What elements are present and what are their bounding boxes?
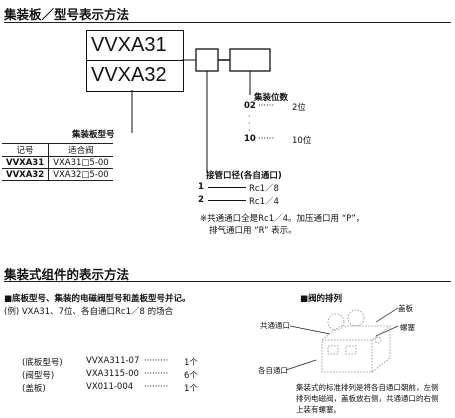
- valve-manifold-drawing: [285, 307, 399, 373]
- port-code-2: 2: [198, 195, 204, 205]
- station-value-10: 10位: [292, 136, 312, 146]
- table-header-symbol: 记号: [2, 143, 50, 157]
- instructions-heading: ■底板型号、集装的电磁阀型号和盖板型号并记。: [4, 294, 191, 304]
- manifold-model-label: 集装板型号: [72, 130, 115, 140]
- order-dots-0: ·········: [144, 356, 169, 366]
- port-value-2: Rc1／4: [249, 197, 279, 207]
- table-row: VVXA32 VXA32□5-00: [2, 168, 113, 181]
- order-qty-0: 1个: [184, 358, 198, 368]
- title-underline: [4, 281, 451, 282]
- port-note-line-1: ※共通通口全是Rc1／4。加压通口用 “P”，: [200, 214, 365, 224]
- valve-note-line-3: 上装有螺塞。: [296, 405, 341, 414]
- model-box: VVXA31 VVXA32: [86, 30, 184, 92]
- station-value-02: 2位: [292, 103, 306, 113]
- station-ellipsis-3: ·: [248, 126, 251, 135]
- port-title: 接管口径(各自通口): [206, 171, 282, 181]
- model-line-1: VVXA31: [91, 34, 167, 56]
- table-cell: VVXA32: [2, 168, 50, 181]
- order-label-2: (盖板): [22, 384, 46, 394]
- valve-arrangement-title: ■阀的排列: [300, 294, 343, 304]
- port-line-2: [208, 200, 246, 201]
- table-cell: VXA31□5-00: [48, 156, 113, 169]
- valve-note-line-2: 排列电磁阀，盖板放右侧，共通通口的右侧: [296, 394, 439, 403]
- label-each-port: 各自通口: [258, 366, 288, 375]
- station-ellipsis-1: ·: [248, 112, 251, 121]
- table-cell: VXA32□5-00: [48, 168, 113, 181]
- table-row: VVXA31 VXA31□5-00: [2, 156, 113, 169]
- table-header-valve: 适合阀: [48, 143, 113, 157]
- title-underline: [4, 22, 451, 23]
- label-bolt: 螺塞: [400, 323, 415, 332]
- station-ellipsis-2: ·: [248, 119, 251, 128]
- order-label-1: (阀型号): [22, 371, 55, 381]
- order-label-0: (底板型号): [22, 358, 63, 368]
- order-code-2: VX011-004: [86, 382, 134, 392]
- station-code-10: 10: [244, 134, 256, 144]
- order-qty-1: 6个: [184, 371, 198, 381]
- station-dots-10: ······: [258, 134, 275, 144]
- order-code-1: VXA3115-00: [86, 369, 139, 379]
- label-common-port: 共通通口: [260, 321, 290, 330]
- section-title-manifold: 集装板／型号表示方法: [4, 7, 130, 22]
- port-note-line-2: 排气通口用 “R” 表示。: [209, 226, 297, 236]
- station-code-02: 02: [244, 101, 256, 111]
- model-box-divider: [87, 60, 183, 62]
- station-dots-02: ······: [258, 101, 275, 111]
- order-dots-2: ·········: [144, 382, 169, 392]
- section-title-assembly: 集装式组件的表示方法: [4, 267, 130, 282]
- order-code-0: VVXA311-07: [86, 356, 140, 366]
- valve-note-line-1: 集装式的标准排列是将各自通口朝前，左侧: [296, 383, 439, 392]
- model-table: 记号 适合阀 VVXA31 VXA31□5-00 VVXA32 VXA32□5-…: [2, 143, 113, 181]
- port-code-1: 1: [198, 182, 204, 192]
- stations-title: 集装位数: [254, 93, 289, 103]
- instructions-example: (例) VXA31、7位、各自通口Rc1／8 的场合: [4, 307, 174, 317]
- port-line-1: [208, 187, 246, 188]
- table-cell: VVXA31: [2, 156, 50, 169]
- label-cover: 盖板: [398, 304, 413, 313]
- model-line-2: VVXA32: [91, 64, 167, 86]
- port-value-1: Rc1／8: [249, 184, 279, 194]
- order-qty-2: 1个: [184, 384, 198, 394]
- order-dots-1: ·········: [144, 369, 169, 379]
